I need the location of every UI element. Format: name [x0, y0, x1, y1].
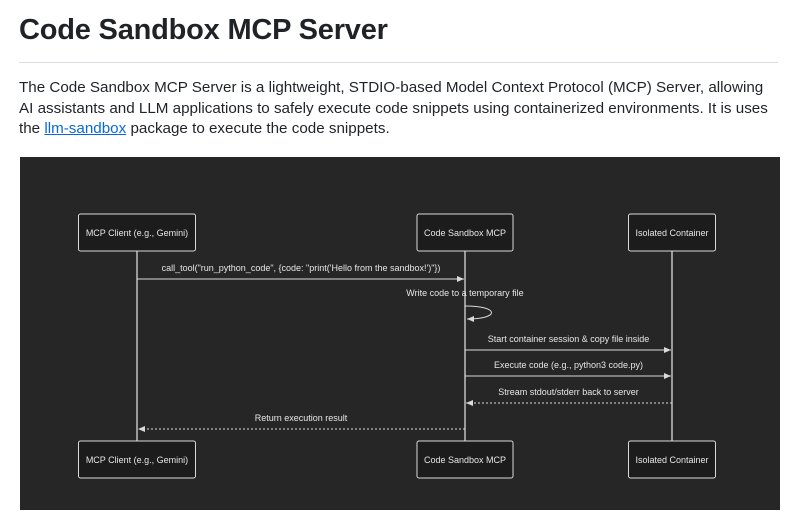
participant-box-isolated-container [628, 213, 716, 252]
divider [19, 62, 778, 63]
llm-sandbox-link[interactable]: llm-sandbox [44, 120, 127, 137]
participant-box-mcp-client [78, 213, 196, 252]
participant-label-isolated-container: Isolated Container [635, 228, 708, 238]
message-label: Execute code (e.g., python3 code.py) [494, 360, 643, 370]
message-label: Return execution result [255, 413, 348, 423]
participant-label-isolated-container: Isolated Container [635, 455, 708, 465]
self-message-arrow [464, 305, 492, 322]
sequence-diagram: MCP Client (e.g., Gemini) MCP Client (e.g… [20, 157, 780, 510]
participant-label-mcp-client: MCP Client (e.g., Gemini) [86, 455, 188, 465]
participant-box-code-sandbox-mcp [416, 440, 514, 479]
message-label: Start container session & copy file insi… [488, 334, 650, 344]
message-label: Stream stdout/stderr back to server [498, 387, 639, 397]
page-title: Code Sandbox MCP Server [19, 14, 388, 46]
participant-box-mcp-client [78, 440, 196, 479]
message-label: call_tool("run_python_code", {code: "pri… [162, 263, 441, 273]
intro-text-end: package to execute the code snippets. [126, 120, 390, 137]
intro-paragraph: The Code Sandbox MCP Server is a lightwe… [19, 78, 779, 140]
participant-box-code-sandbox-mcp [416, 213, 514, 252]
participant-label-code-sandbox-mcp: Code Sandbox MCP [424, 455, 506, 465]
participant-box-isolated-container [628, 440, 716, 479]
participant-label-code-sandbox-mcp: Code Sandbox MCP [424, 228, 506, 238]
sequence-diagram-svg: MCP Client (e.g., Gemini) MCP Client (e.g… [78, 213, 716, 479]
message-label: Write code to a temporary file [406, 288, 523, 298]
participant-label-mcp-client: MCP Client (e.g., Gemini) [86, 228, 188, 238]
intro-text: The Code Sandbox MCP Server is a lightwe… [19, 79, 768, 137]
